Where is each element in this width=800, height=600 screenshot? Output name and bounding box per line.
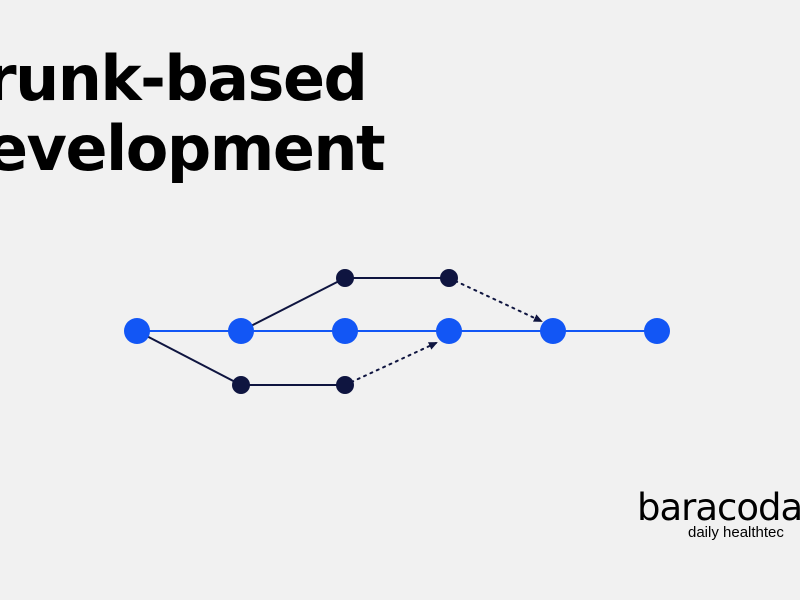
title-line-2: evelopment [0,112,386,185]
baracoda-logo: baracoda daily healthtec [637,488,800,544]
upper-branch-merge-arrow [448,277,543,322]
title-line-1: runk-based [0,42,368,115]
trunk-commit-node [332,318,358,344]
lower-branch-merge-arrow [344,342,438,386]
page-title: runk-based evelopment [0,42,386,185]
trunk-commit-node [124,318,150,344]
upper-branch-commit-node [440,269,458,287]
trunk-commit-node [644,318,670,344]
trunk-commit-node [228,318,254,344]
logo-tagline: daily healthtec [688,524,784,541]
lower-branch-commit-node [336,376,354,394]
lower-branch-commit-node [232,376,250,394]
trunk-commit-node [436,318,462,344]
logo-wordmark: baracoda [637,488,800,529]
lower-branch-out-connector [136,330,242,386]
trunk-commit-node [540,318,566,344]
upper-branch-out-connector [240,277,346,332]
upper-branch-commit-node [336,269,354,287]
